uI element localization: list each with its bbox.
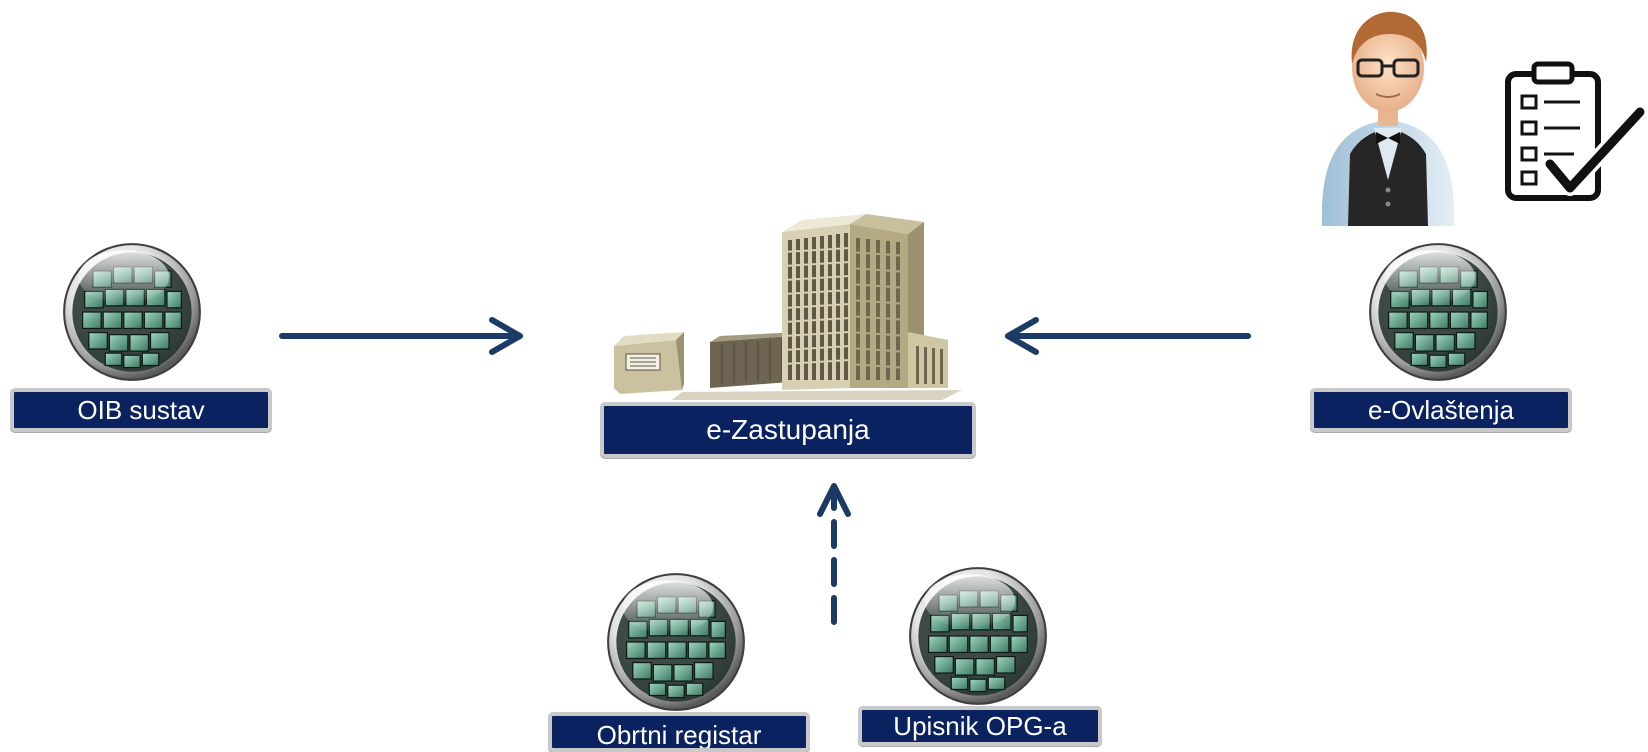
user-avatar-icon [1321,11,1455,226]
arrowhead-registers [817,483,851,517]
clipboard-checklist-icon [1505,61,1648,201]
arrowhead-oib [489,317,523,355]
e-ovlastenja-label: e-Ovlaštenja [1310,388,1572,432]
upisnik-opg-label: Upisnik OPG-a [858,706,1102,746]
government-building-icon [614,214,962,400]
obrtni-registar-label: Obrtni registar [548,712,810,752]
arrowhead-eovlastenja [1005,317,1039,355]
oib-sustav-label: OIB sustav [10,388,272,432]
obrtni-globe-icon [604,570,748,714]
eovlastenja-globe-icon [1366,240,1510,384]
opg-globe-icon [906,564,1050,708]
e-zastupanja-label: e-Zastupanja [600,402,976,458]
oib-globe-icon [60,240,204,384]
